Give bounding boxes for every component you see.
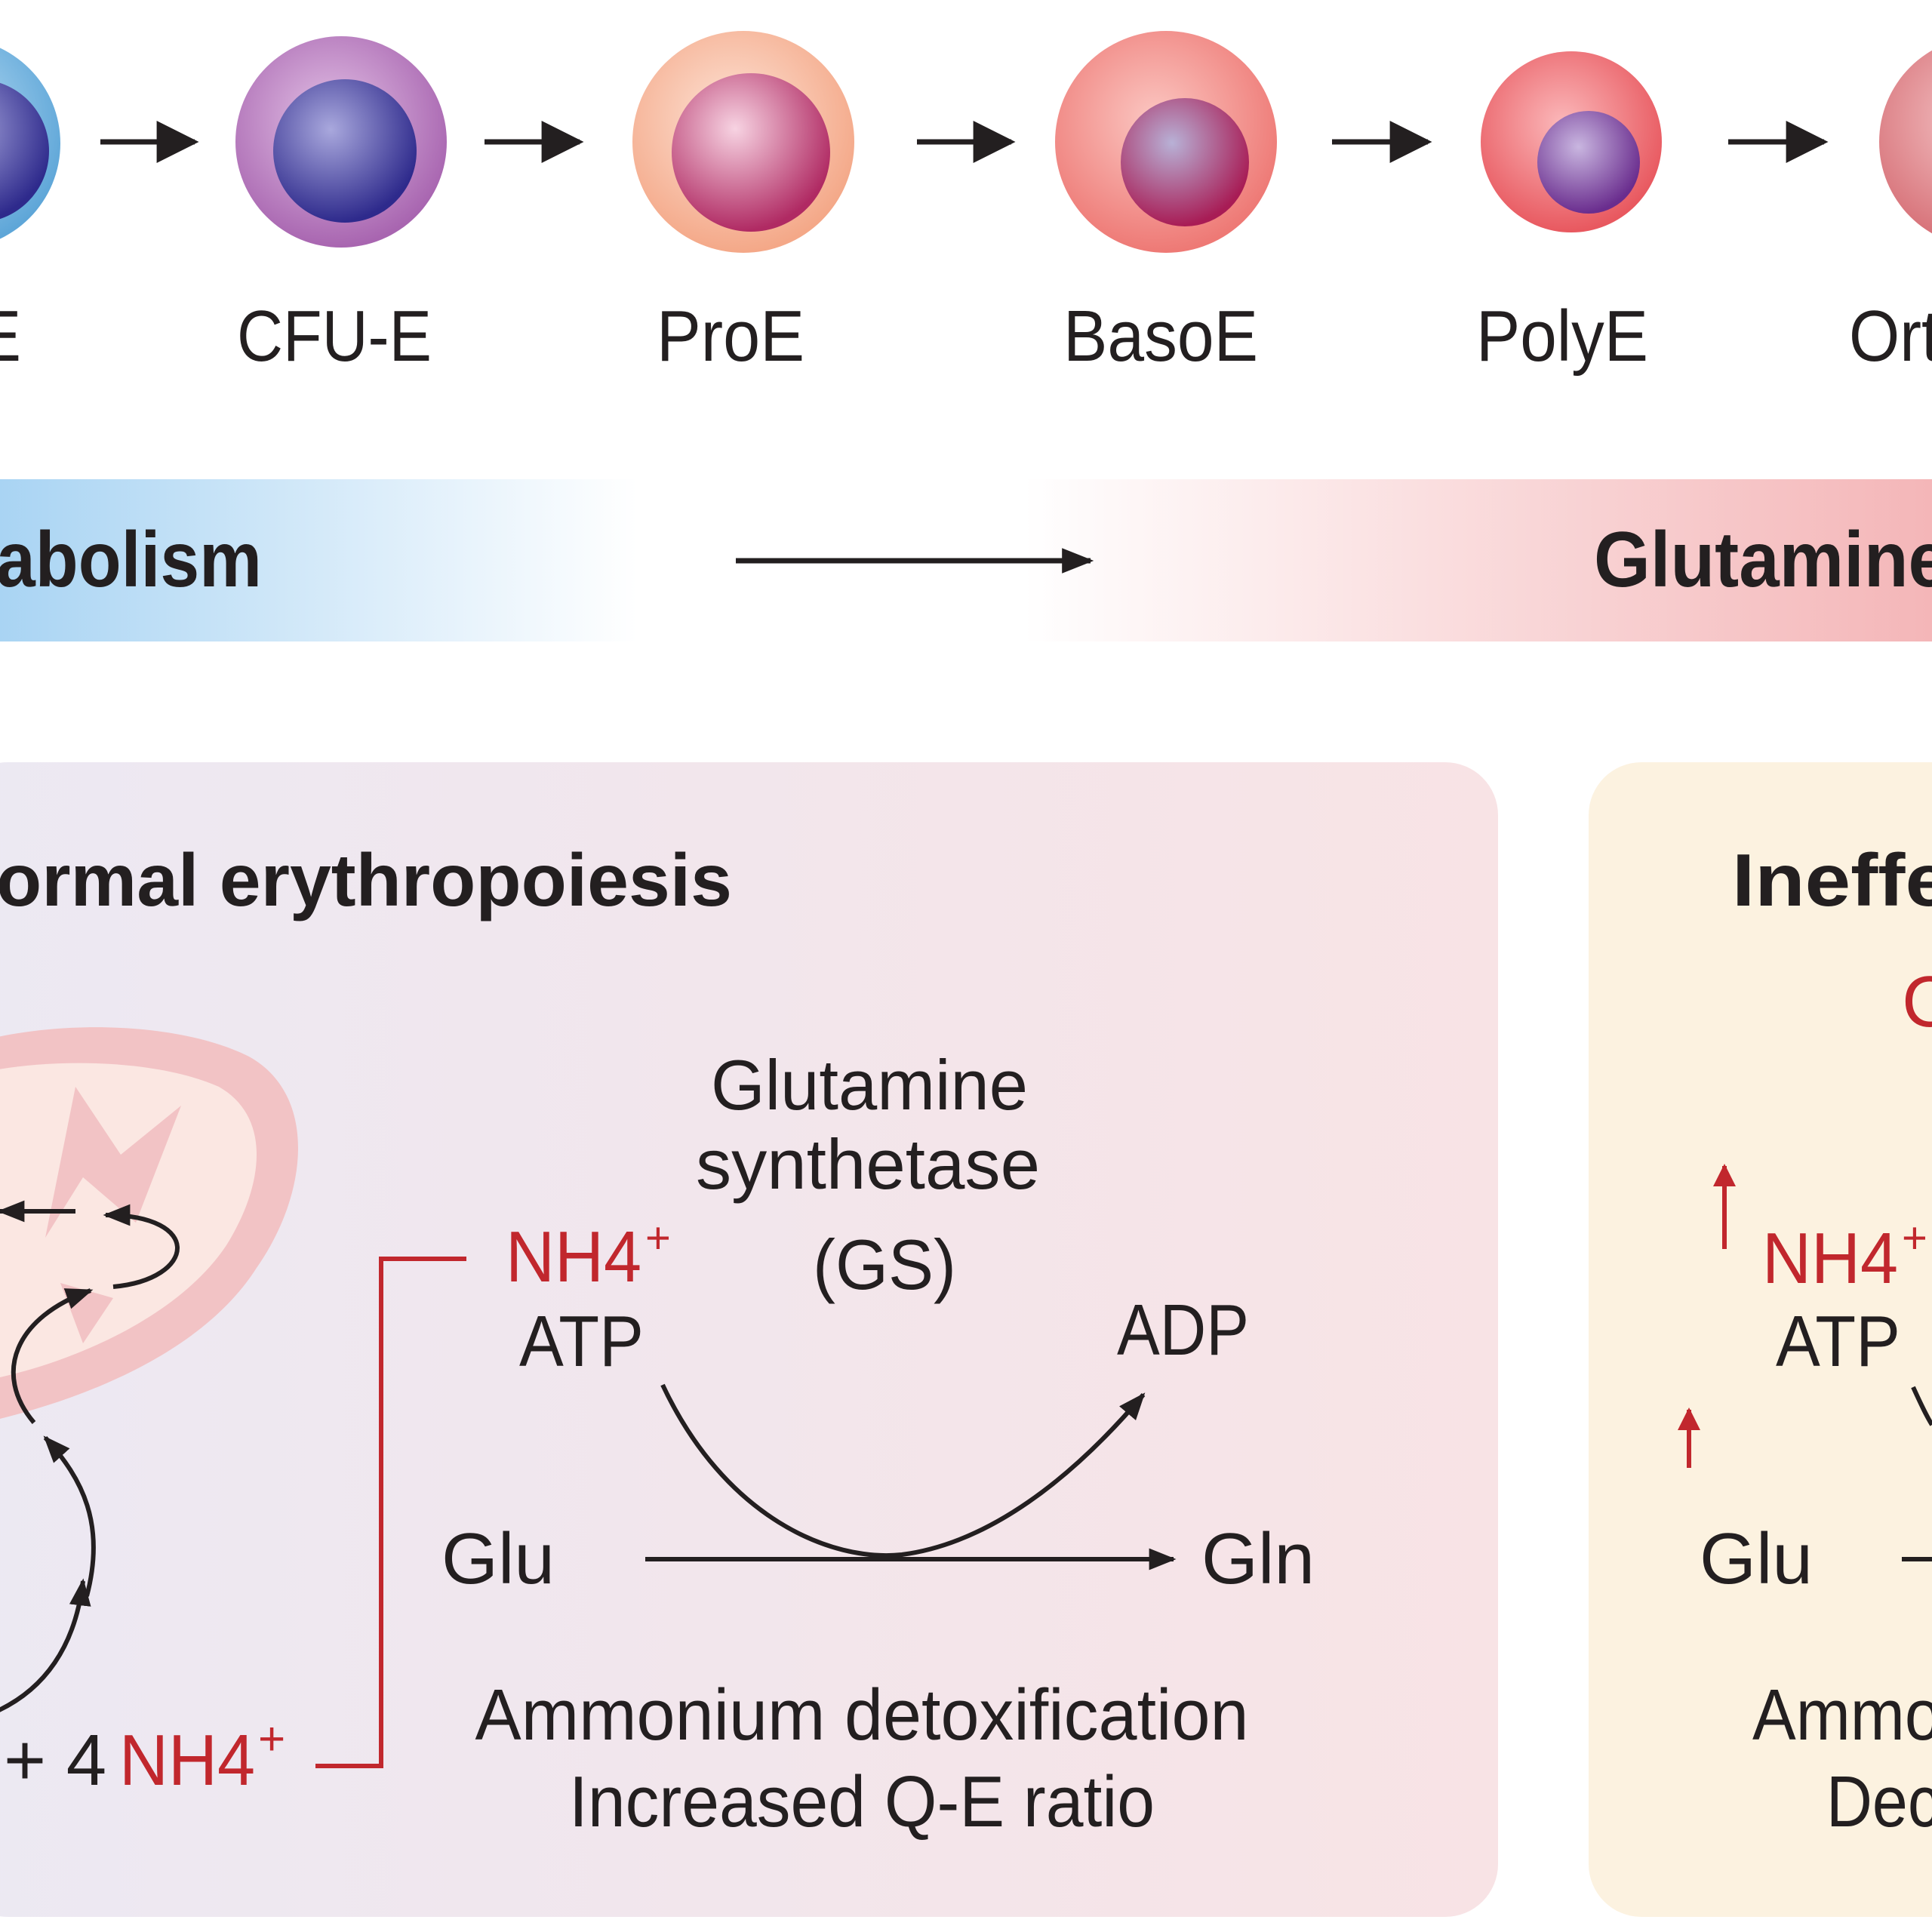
- ineffective-erythropoiesis-panel: [1589, 762, 1932, 1917]
- stage-label-orthoe: Ort: [1849, 296, 1932, 377]
- reaction-arrows: [645, 1383, 1177, 1571]
- reaction-glu: Glu: [441, 1518, 555, 1599]
- ineffective-captions: Ammo Dec: [1752, 1675, 1932, 1842]
- stage-labels: -E CFU-E ProE BasoE PolyE Ort: [0, 296, 1932, 377]
- ineffective-nh4: NH4: [1762, 1218, 1898, 1299]
- reaction-nh4-plus: +: [645, 1214, 671, 1263]
- enzyme-line-2: synthetase: [696, 1124, 1040, 1204]
- ineffective-panel-title: Ineffe: [1732, 838, 1932, 921]
- ineffective-partial-arrows: [1902, 1386, 1932, 1561]
- enzyme-line-1: Glutamine: [711, 1045, 1028, 1124]
- ineffective-reaction: NH4 + ATP Glu: [1700, 1214, 1927, 1599]
- stage-label-bfu-e: -E: [0, 296, 21, 377]
- stage-label-proe: ProE: [657, 296, 804, 377]
- reaction-gln: Gln: [1201, 1518, 1315, 1599]
- ineffective-up-arrows: [1678, 1164, 1736, 1468]
- reaction-nh4: NH4: [506, 1217, 641, 1297]
- ineffective-atp: ATP: [1776, 1301, 1900, 1382]
- ineffective-caption-1: Ammo: [1752, 1675, 1932, 1755]
- caption-ammonium-detox: Ammonium detoxification: [475, 1675, 1249, 1755]
- nh4-production-equation: + 4 NH4 +: [4, 1713, 285, 1801]
- caption-qe-ratio: Increased Q-E ratio: [569, 1761, 1155, 1842]
- equation-nh4-plus: +: [258, 1713, 285, 1765]
- reaction-adp: ADP: [1117, 1290, 1249, 1371]
- ineffective-red-letter: C: [1902, 961, 1932, 1042]
- ineffective-caption-2: Dec: [1826, 1761, 1932, 1842]
- stage-label-cfu-e: CFU-E: [237, 296, 432, 377]
- cell-cfu-e: [235, 36, 447, 248]
- atp-to-adp-arrow: [660, 1383, 1146, 1558]
- ineffective-glu: Glu: [1700, 1518, 1813, 1599]
- stage-label-polye: PolyE: [1476, 296, 1648, 377]
- cell-basoe: [1055, 31, 1277, 253]
- nh4-connector-line: [315, 1257, 466, 1768]
- equation-nh4: NH4: [119, 1720, 255, 1801]
- normal-erythropoiesis-panel: [0, 762, 1498, 1917]
- cell-orthoe: [1879, 50, 1932, 234]
- cell-bfu-e: [0, 48, 60, 239]
- normal-panel-title: ormal erythropoiesis: [0, 838, 732, 921]
- normal-panel-captions: Ammonium detoxification Increased Q-E ra…: [475, 1675, 1249, 1842]
- cell-polye: [1481, 51, 1662, 232]
- equation-prefix: + 4: [4, 1720, 127, 1801]
- stage-label-basoe: BasoE: [1063, 296, 1258, 377]
- glutamine-synthetase-label: Glutamine synthetase (GS): [696, 1045, 1040, 1304]
- cell-proe: [632, 31, 854, 253]
- bar-left-label: abolism: [0, 516, 262, 604]
- enzyme-line-3: (GS): [813, 1225, 956, 1304]
- tca-cycle-arrows: [0, 1200, 180, 1712]
- reaction-atp: ATP: [519, 1301, 644, 1382]
- bar-right-label: Glutamine: [1594, 516, 1932, 604]
- gs-reaction: NH4 + ATP ADP Glu Gln: [441, 1214, 1315, 1599]
- ineffective-nh4-plus: +: [1902, 1214, 1927, 1263]
